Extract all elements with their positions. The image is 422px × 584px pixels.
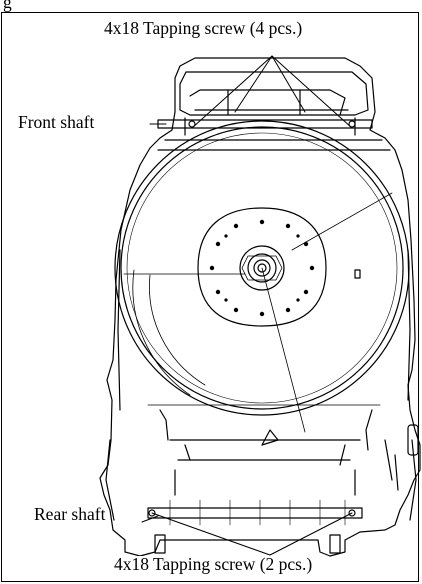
small-slot <box>354 269 361 279</box>
leader-top-mid-left <box>234 55 273 113</box>
front-shaft-label: Front shaft <box>18 112 95 132</box>
figure-frame <box>1 12 419 582</box>
rear-shaft <box>147 499 363 526</box>
leader-top-left <box>191 55 273 129</box>
leader-rear-shaft <box>141 515 159 523</box>
top-screw-label: 4x18 Tapping screw (4 pcs.) <box>104 18 303 38</box>
front-shaft <box>157 117 373 136</box>
bottom-screw-label: 4x18 Tapping screw (2 pcs.) <box>114 554 313 574</box>
leader-top-right <box>271 55 353 129</box>
leader-bottom-left <box>151 512 271 556</box>
leader-lines <box>141 55 353 556</box>
leader-top-mid-right <box>271 55 306 113</box>
blade-plate <box>197 207 327 327</box>
wheels <box>154 424 419 554</box>
cutting-disc <box>114 120 410 433</box>
leader-bottom-right <box>269 512 353 556</box>
rear-shaft-label: Rear shaft <box>34 504 106 524</box>
cut-off-caption-fragment: g <box>3 0 12 12</box>
deck-body-outline <box>99 57 421 557</box>
rear-structure <box>147 404 399 496</box>
plate-bolts <box>209 219 315 317</box>
